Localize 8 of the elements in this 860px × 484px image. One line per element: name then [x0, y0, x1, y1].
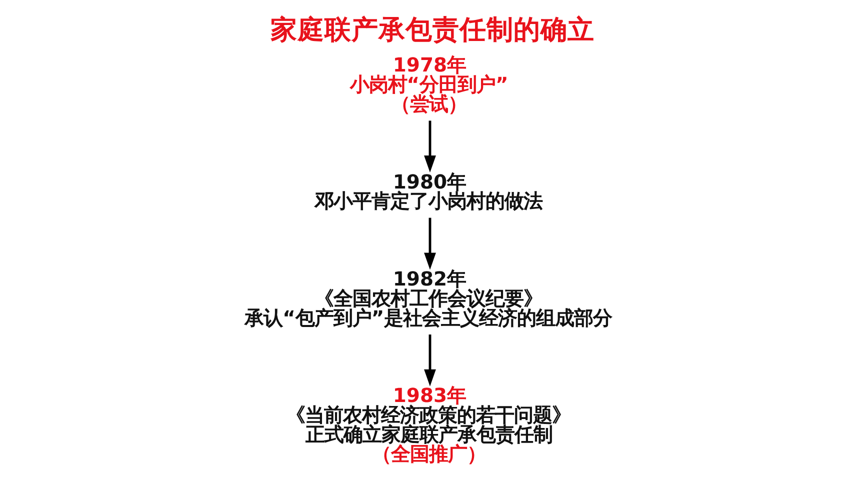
- node-text: 1980年 邓小平肯定了小岗村的做法: [314, 170, 542, 213]
- diagram-title: 家庭联产承包责任制的确立: [270, 14, 595, 46]
- node-text: 1978年 小岗村“分田到户” （尝试）: [350, 54, 508, 116]
- arrow: [424, 334, 436, 386]
- arrow: [424, 120, 436, 173]
- node-text: 1982年 《全国农村工作会议纪要》 承认“包产到户”是社会主义经济的组成部分: [244, 268, 612, 330]
- node-text: 1983年 《当前农村经济政策的若干问题》 正式确立家庭联产承包责任制 （全国推广）: [286, 384, 571, 466]
- arrow: [424, 218, 436, 270]
